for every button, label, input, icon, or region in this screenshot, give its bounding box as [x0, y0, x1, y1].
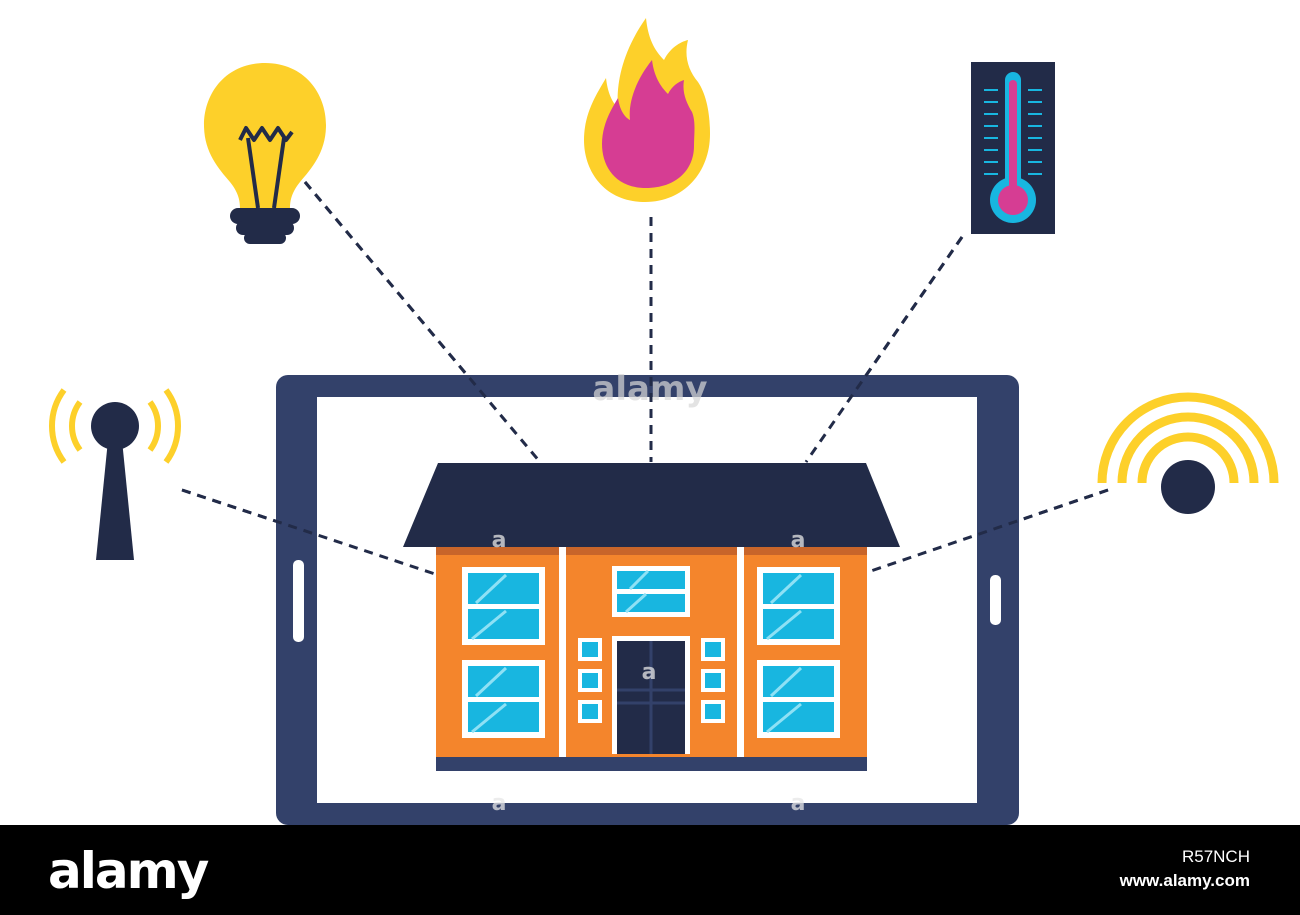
site-url[interactable]: www.alamy.com [1119, 871, 1250, 890]
antenna-icon [49, 388, 181, 560]
light-bulb-icon [204, 63, 326, 244]
connector-overlay [181, 181, 1109, 576]
window-left-top [462, 567, 545, 645]
svg-text:a: a [791, 528, 806, 553]
window-right-top [757, 567, 840, 645]
footer-bar: alamy R57NCH www.alamy.com [0, 825, 1300, 915]
window-right-bottom [757, 660, 840, 738]
house-base [436, 757, 867, 771]
svg-text:a: a [642, 660, 657, 685]
wifi-icon [1097, 392, 1279, 514]
svg-text:a: a [791, 791, 806, 816]
smart-home-illustration: alamy [49, 18, 1279, 825]
tablet-left-button [293, 560, 304, 642]
house-pillar-left [559, 547, 566, 757]
fire-icon [584, 18, 710, 202]
house-door [612, 636, 690, 754]
house-pillar-right [737, 547, 744, 757]
window-left-bottom [462, 660, 545, 738]
window-center-top [612, 566, 690, 617]
tablet-right-button [990, 575, 1001, 625]
house-eave [436, 547, 867, 555]
svg-text:a: a [492, 791, 507, 816]
house-icon [403, 463, 900, 771]
svg-text:a: a [492, 528, 507, 553]
brand-logo[interactable]: alamy [48, 842, 209, 900]
image-id: R57NCH [1181, 847, 1250, 866]
thermometer-icon [971, 62, 1055, 234]
watermark-text: alamy [592, 369, 707, 409]
house-roof [403, 463, 900, 547]
